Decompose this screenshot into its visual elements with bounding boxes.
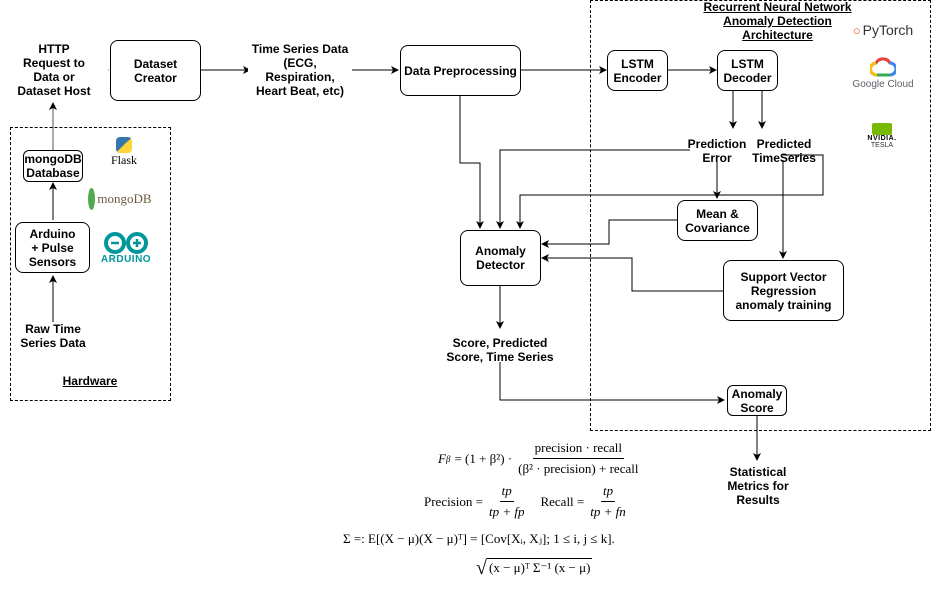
precision-recall-formulas: Precision = tp tp + fp Recall = tp tp + … <box>424 483 632 520</box>
lstm-decoder-node[interactable]: LSTM Decoder <box>717 50 778 91</box>
pytorch-wordmark: PyTorch <box>862 22 914 38</box>
arduino-logo: ARDUINO <box>98 228 154 268</box>
sqrt-icon: √ <box>476 557 487 579</box>
statistical-metrics-label: Statistical Metrics for Results <box>727 465 789 507</box>
tesla-wordmark: TESLA <box>870 142 894 149</box>
score-output-label: Score, Predicted Score, Time Series <box>446 336 554 364</box>
recall-lhs: Recall = <box>540 493 585 509</box>
lstm-encoder-label: LSTM Encoder <box>613 56 662 85</box>
google-cloud-wordmark: Google Cloud <box>852 78 914 90</box>
f-beta-factor: = (1 + β²) · <box>454 450 513 466</box>
edge-prediction-error-to-detector <box>496 149 690 229</box>
data-preprocessing-node[interactable]: Data Preprocessing <box>400 45 521 96</box>
flask-wordmark: Flask <box>110 152 137 167</box>
pytorch-flame-icon: ○ <box>852 22 861 38</box>
arduino-sensors-node[interactable]: Arduino + Pulse Sensors <box>15 222 90 273</box>
mean-covariance-node[interactable]: Mean & Covariance <box>677 200 758 241</box>
prediction-error-label: Prediction Error <box>687 137 747 165</box>
edge-svr-to-detector <box>541 254 723 292</box>
google-cloud-icon <box>870 56 896 76</box>
arduino-wordmark: ARDUINO <box>100 253 152 265</box>
rnn-title: Recurrent Neural Network Anomaly Detecti… <box>703 0 852 42</box>
rnn-group <box>590 0 931 431</box>
svr-node[interactable]: Support Vector Regression anomaly traini… <box>723 260 844 321</box>
pytorch-logo: ○ PyTorch <box>848 22 918 38</box>
svr-label: Support Vector Regression anomaly traini… <box>735 269 832 312</box>
anomaly-score-node[interactable]: Anomaly Score <box>727 385 787 416</box>
time-series-data-label: Time Series Data (ECG, Respiration, Hear… <box>248 42 352 98</box>
recall-numerator: tp <box>600 483 616 502</box>
hardware-group <box>10 127 171 401</box>
edge-preprocessing-to-detector <box>459 96 484 229</box>
recall-fraction: tp tp + fn <box>588 483 628 520</box>
arduino-sensors-label: Arduino + Pulse Sensors <box>28 226 77 269</box>
f-beta-fraction: precision · recall (β² · precision) + re… <box>516 440 640 477</box>
recall-denominator: tp + fn <box>590 504 626 519</box>
http-request-label: HTTP Request to Data or Dataset Host <box>0 42 108 98</box>
edge-score-output-to-anomaly-score <box>499 362 725 404</box>
mongodb-leaf-icon <box>88 188 96 210</box>
nvidia-eye-icon <box>872 123 892 135</box>
data-preprocessing-label: Data Preprocessing <box>404 63 517 78</box>
precision-lhs: Precision = <box>424 493 483 509</box>
google-cloud-logo: Google Cloud <box>846 52 920 94</box>
anomaly-score-label: Anomaly Score <box>731 386 783 415</box>
nvidia-tesla-logo: NVIDIA. TESLA <box>860 118 904 154</box>
edge-predicted-to-detector <box>516 154 824 229</box>
mahalanobis-formula: √ (x − μ)ᵀ Σ⁻¹ (x − μ) <box>476 557 593 579</box>
anomaly-detector-label: Anomaly Detector <box>475 244 526 272</box>
raw-time-series-label: Raw Time Series Data <box>20 322 86 350</box>
f-beta-denominator: (β² · precision) + recall <box>518 461 639 476</box>
dataset-creator-node[interactable]: Dataset Creator <box>110 40 201 101</box>
flask-python-logo: Flask <box>102 131 146 173</box>
mean-covariance-label: Mean & Covariance <box>685 206 750 235</box>
f-beta-lhs: F <box>438 450 446 466</box>
arduino-infinity-icon <box>104 231 148 254</box>
f-beta-numerator: precision · recall <box>532 440 624 459</box>
lstm-encoder-node[interactable]: LSTM Encoder <box>607 50 668 91</box>
lstm-decoder-label: LSTM Decoder <box>723 56 772 85</box>
dataset-creator-label: Dataset Creator <box>133 56 178 85</box>
anomaly-detector-node[interactable]: Anomaly Detector <box>460 230 541 286</box>
predicted-timeseries-label: Predicted TimeSeries <box>752 137 816 165</box>
mongodb-logo: mongoDB <box>78 184 162 214</box>
mahalanobis-radicand: (x − μ)ᵀ Σ⁻¹ (x − μ) <box>486 558 593 578</box>
mahalanobis-sqrt: √ (x − μ)ᵀ Σ⁻¹ (x − μ) <box>476 557 593 579</box>
precision-fraction: tp tp + fp <box>487 483 527 520</box>
covariance-text: Σ =: E[(X − μ)(X − μ)ᵀ] = [Cov[Xᵢ, Xⱼ]; … <box>343 531 615 546</box>
mongodb-database-node[interactable]: mongoDB Database <box>23 150 83 182</box>
edge-meancov-to-detector <box>541 219 677 248</box>
python-icon <box>116 136 132 153</box>
mongodb-database-label: mongoDB Database <box>24 152 82 180</box>
f-beta-sub: β <box>445 453 451 464</box>
covariance-formula: Σ =: E[(X − μ)(X − μ)ᵀ] = [Cov[Xᵢ, Xⱼ]; … <box>343 531 615 547</box>
hardware-title: Hardware <box>62 374 118 388</box>
mongodb-wordmark: mongoDB <box>97 191 152 206</box>
precision-denominator: tp + fp <box>488 504 525 519</box>
nvidia-wordmark: NVIDIA. <box>867 135 897 142</box>
precision-numerator: tp <box>499 483 514 502</box>
